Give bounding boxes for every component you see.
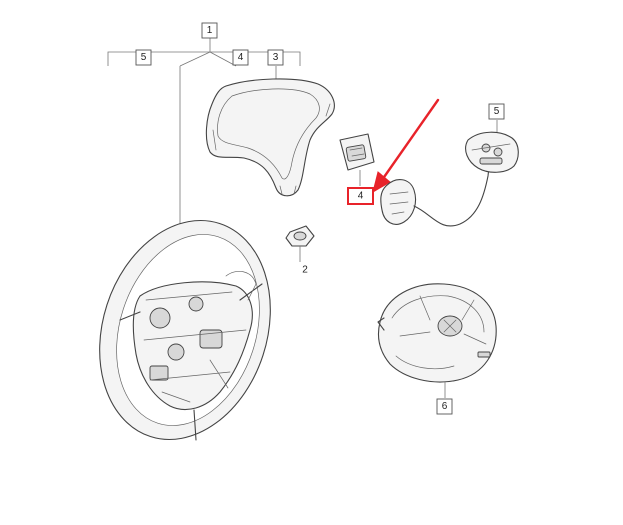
callout-label-5-top: 5: [141, 52, 147, 63]
callout-group-1: 1 5 4 3: [107, 22, 301, 232]
callout-box-6: [436, 398, 453, 415]
airbag-part: 6: [377, 283, 497, 415]
callout-box-1: [201, 22, 218, 39]
callout-label-5-right: 5: [494, 106, 500, 117]
callout-box-5-top: [135, 49, 152, 66]
red-arrow: [372, 98, 440, 194]
callout-label-3: 3: [273, 52, 279, 63]
trim-cover-part: [205, 78, 335, 197]
switch-module-part: 5: [380, 103, 519, 227]
callout-label-6: 6: [442, 401, 448, 412]
callout-label-4-top: 4: [238, 52, 244, 63]
nut-part: 2: [285, 225, 315, 276]
switch-bezel-part: [339, 133, 375, 186]
callout-label-1: 1: [207, 25, 213, 36]
callout-box-3: [267, 49, 284, 66]
callout-label-2: 2: [302, 265, 308, 276]
highlight-box-4: 4: [347, 187, 374, 205]
callout-box-4-top: [232, 49, 249, 66]
callout-label-4-highlighted: 4: [358, 191, 364, 202]
steering-wheel-part: [99, 219, 271, 441]
highlight-frame: [347, 187, 374, 205]
callout-box-5-right: [488, 103, 505, 120]
